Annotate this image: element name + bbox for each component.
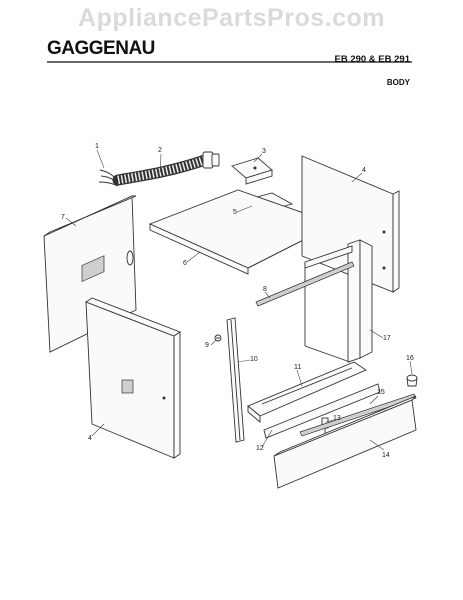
part-15-strip (299, 393, 417, 437)
part-8-rail-strip (255, 261, 355, 307)
brand-logo: GAGGENAU (47, 38, 155, 59)
callout-labels: 1 2 3 4 5 6 7 8 9 10 11 12 13 14 15 16 1… (61, 143, 414, 459)
part-3-bracket (231, 157, 273, 185)
part-16-cap (406, 374, 418, 387)
part-17-frame (304, 239, 373, 363)
part-4-left-front-panel (85, 297, 181, 459)
callout-10: 10 (250, 356, 258, 363)
callout-6: 6 (183, 260, 187, 267)
part-9-screw (214, 334, 222, 342)
model-number: EB 290 & EB 291 (334, 54, 410, 65)
callout-13: 13 (333, 415, 341, 422)
part-14-front-trim (273, 395, 417, 489)
callout-7: 7 (61, 214, 65, 221)
part-2-hose (112, 151, 220, 186)
callout-2: 2 (158, 147, 162, 154)
leader-lines (65, 149, 413, 451)
callout-4-top: 4 (362, 167, 366, 174)
callout-16: 16 (406, 355, 414, 362)
part-11-channel (247, 361, 367, 423)
section-title: BODY (386, 78, 410, 87)
callout-9: 9 (205, 342, 209, 349)
part-10-vertical-strip (226, 317, 245, 443)
callout-8: 8 (263, 286, 267, 293)
callout-15: 15 (377, 389, 385, 396)
callout-17: 17 (383, 335, 391, 342)
part-12-lower-rail (263, 383, 381, 439)
callout-5: 5 (233, 209, 237, 216)
callout-1: 1 (95, 143, 99, 150)
callout-12: 12 (256, 445, 264, 452)
callout-3: 3 (262, 148, 266, 155)
callout-4-bottom: 4 (88, 435, 92, 442)
watermark: AppliancePartsPros.com (78, 4, 385, 32)
callout-14: 14 (382, 452, 390, 459)
callout-11: 11 (294, 364, 301, 371)
